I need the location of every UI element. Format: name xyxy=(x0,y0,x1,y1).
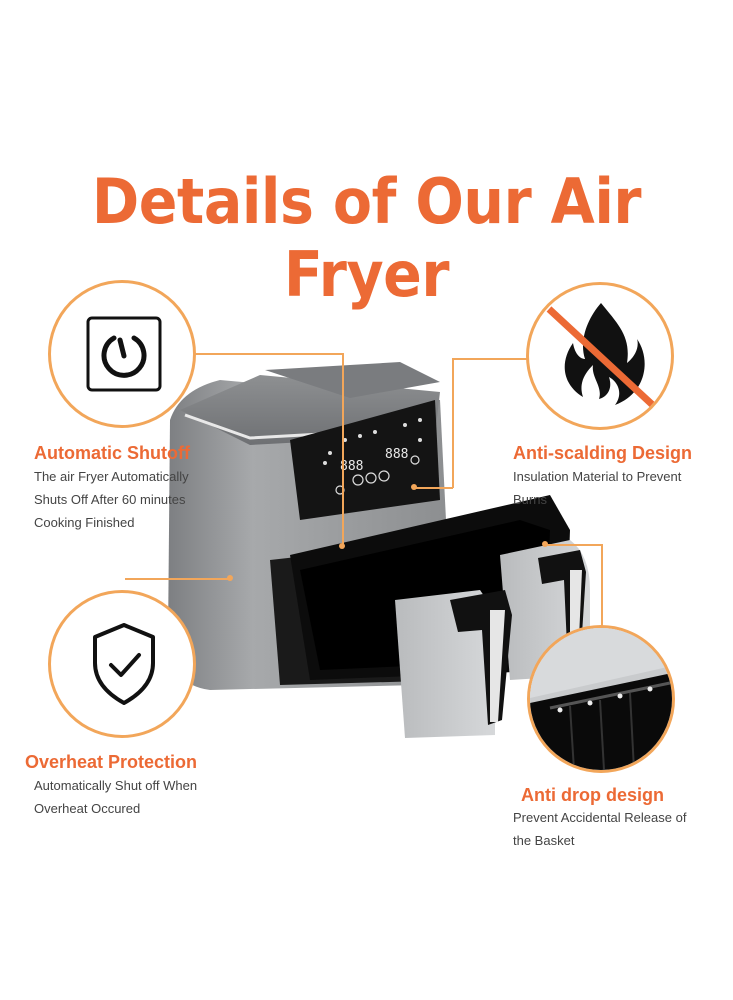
leader-antidrop-vert xyxy=(601,544,603,634)
leader-scalding xyxy=(452,358,527,360)
shutoff-desc: The air Fryer Automatically Shuts Off Af… xyxy=(34,469,189,530)
leader-scalding-vert xyxy=(452,358,454,488)
timer-power-icon xyxy=(86,316,162,392)
scalding-desc: Insulation Material to Prevent Burns xyxy=(513,469,682,507)
dot-shutoff xyxy=(339,543,345,549)
leader-overheat xyxy=(125,578,230,580)
overheat-icon-circle xyxy=(48,590,196,738)
shutoff-icon-circle xyxy=(48,280,196,428)
dot-overheat xyxy=(227,575,233,581)
dot-antidrop xyxy=(542,541,548,547)
no-flame-icon xyxy=(529,285,671,427)
leader-shutoff-vert xyxy=(342,353,344,546)
antidrop-icon-circle xyxy=(527,625,675,773)
leader-shutoff xyxy=(195,353,343,355)
antidrop-title: Anti drop design xyxy=(521,785,664,805)
leader-scalding-horiz xyxy=(415,487,453,489)
scalding-title: Anti-scalding Design xyxy=(513,443,693,463)
scalding-icon-circle xyxy=(526,282,674,430)
leader-antidrop xyxy=(545,544,602,546)
page-title: Details of Our Air Fryer xyxy=(91,165,642,311)
dot-scalding xyxy=(411,484,417,490)
overheat-desc: Automatically Shut off When Overheat Occ… xyxy=(34,778,198,816)
shutoff-title: Automatic Shutoff xyxy=(34,443,190,463)
overheat-title: Overheat Protection xyxy=(25,752,198,772)
antidrop-desc: Prevent Accidental Release of the Basket xyxy=(513,810,687,848)
shield-check-icon xyxy=(89,621,159,707)
display-left: 888 xyxy=(340,459,363,474)
basket-detail-icon xyxy=(530,628,672,770)
display-right: 888 xyxy=(385,447,408,462)
